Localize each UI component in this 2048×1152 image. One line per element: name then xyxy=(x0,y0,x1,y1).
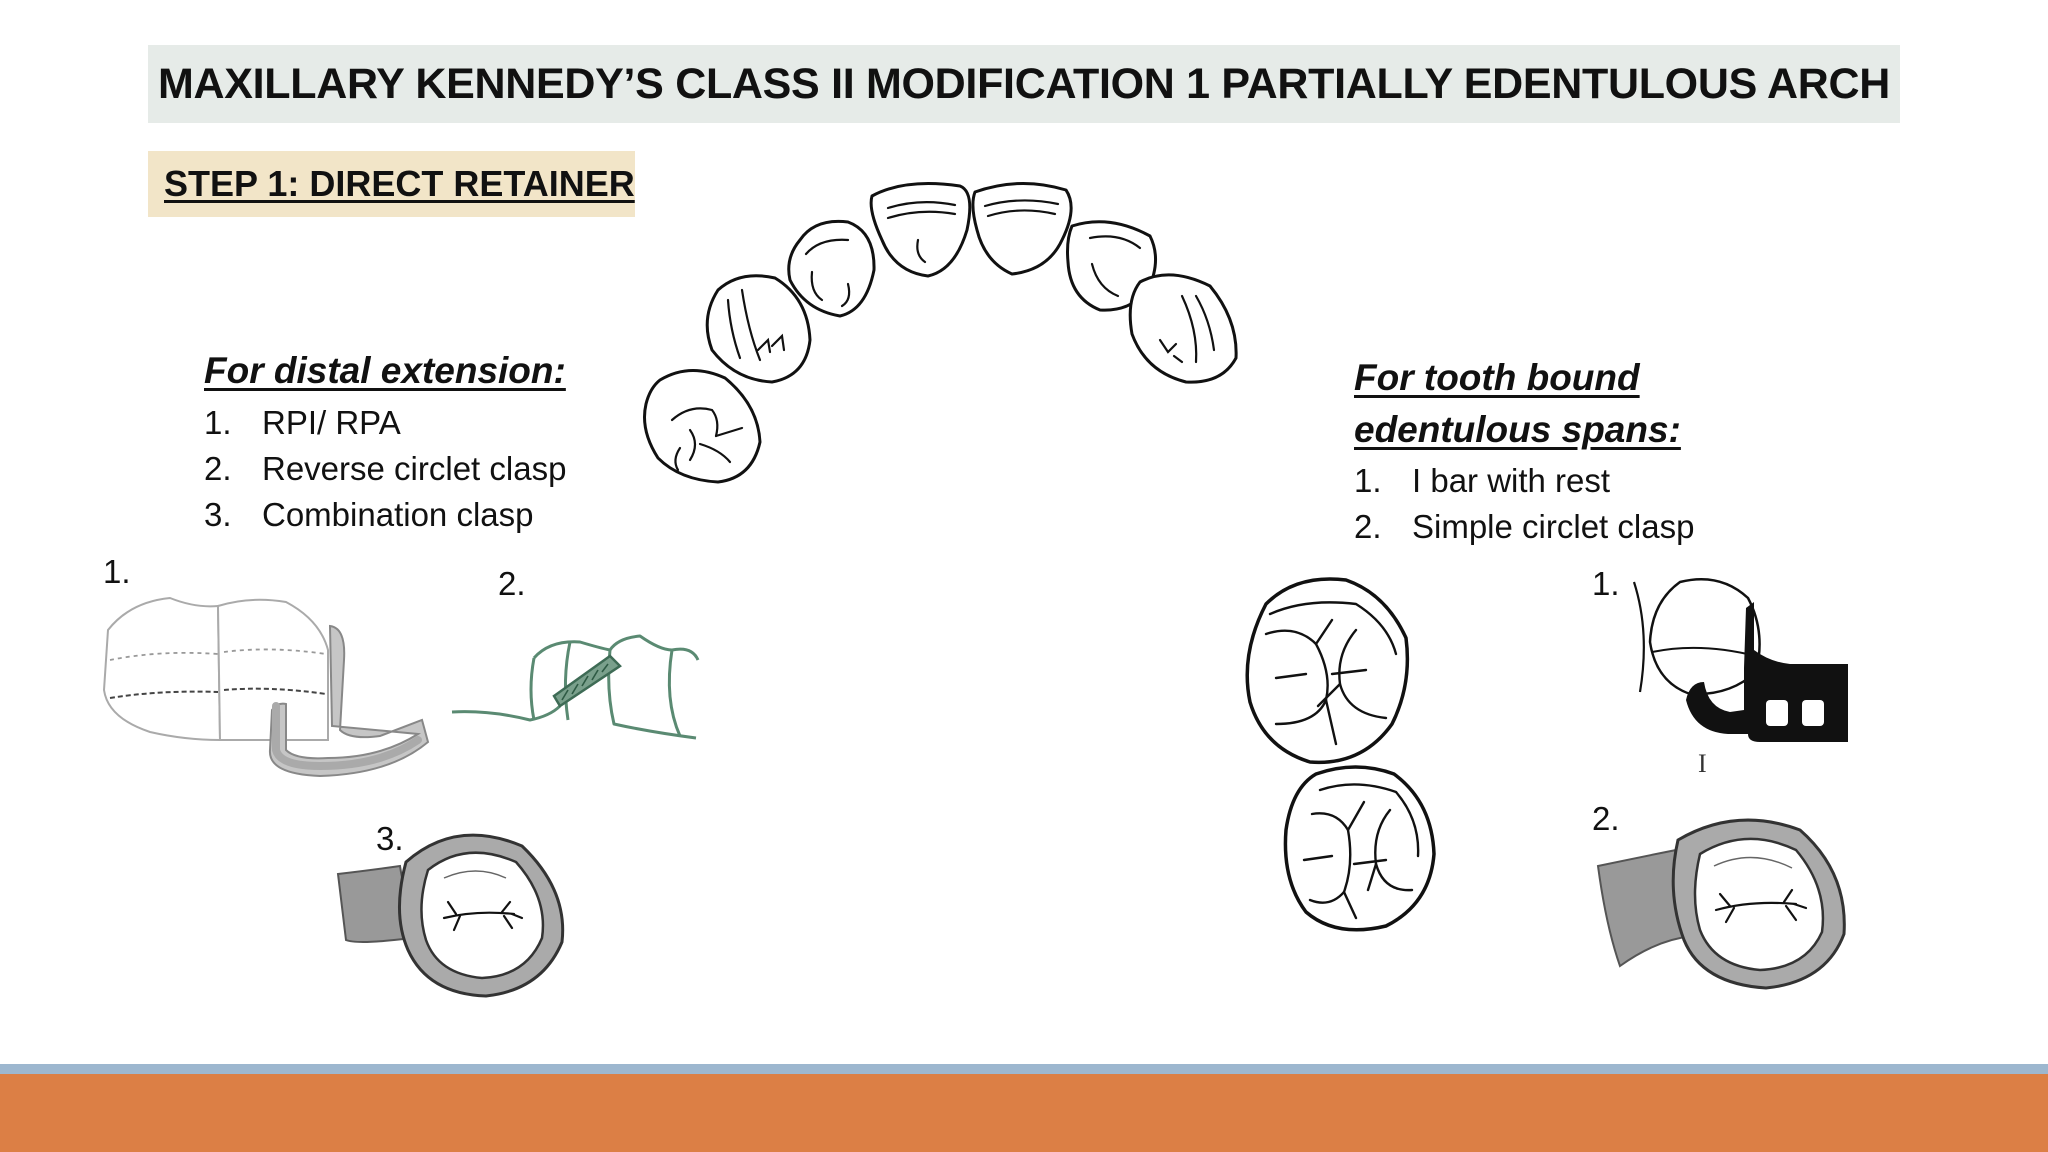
slide-title: MAXILLARY KENNEDY’S CLASS II MODIFICATIO… xyxy=(157,59,1891,108)
title-banner: MAXILLARY KENNEDY’S CLASS II MODIFICATIO… xyxy=(148,45,1900,123)
rpi-clasp-illustration xyxy=(102,596,430,778)
list-item: 1.RPI/ RPA xyxy=(204,404,401,441)
tooth-bound-molars-illustration xyxy=(1245,577,1436,932)
footer-stripe xyxy=(0,1064,2048,1074)
step-label-box: STEP 1: DIRECT RETAINER xyxy=(148,151,635,217)
simple-circlet-clasp-illustration xyxy=(1596,818,1846,990)
figure-label-reverse-circlet: 2. xyxy=(498,565,526,602)
figure-label-rpi: 1. xyxy=(103,553,131,590)
list-item: 1.I bar with rest xyxy=(1354,462,1611,499)
i-bar-clasp-illustration: I xyxy=(1632,578,1848,778)
list-item: 3.Combination clasp xyxy=(204,496,534,533)
list-item: 2.Simple circlet clasp xyxy=(1354,508,1695,545)
tooth-bound-heading-line1: For tooth bound xyxy=(1354,357,1640,398)
figure-label-combination: 3. xyxy=(376,820,404,857)
i-bar-caption: I xyxy=(1698,749,1707,778)
tooth-bound-list: 1.I bar with rest 2.Simple circlet clasp xyxy=(1354,458,1694,550)
distal-extension-list: 1.RPI/ RPA 2.Reverse circlet clasp 3.Com… xyxy=(204,400,566,538)
combination-clasp-illustration xyxy=(336,833,565,998)
distal-extension-heading: For distal extension: xyxy=(204,350,566,391)
list-item: 2.Reverse circlet clasp xyxy=(204,450,567,487)
figure-label-simple-circlet: 2. xyxy=(1592,800,1620,837)
footer-bar xyxy=(0,1074,2048,1152)
step-label: STEP 1: DIRECT RETAINER xyxy=(164,163,635,204)
tooth-bound-heading-line2: edentulous spans: xyxy=(1354,409,1681,450)
reverse-circlet-clasp-illustration xyxy=(451,634,700,740)
figure-label-i-bar: 1. xyxy=(1592,565,1620,602)
